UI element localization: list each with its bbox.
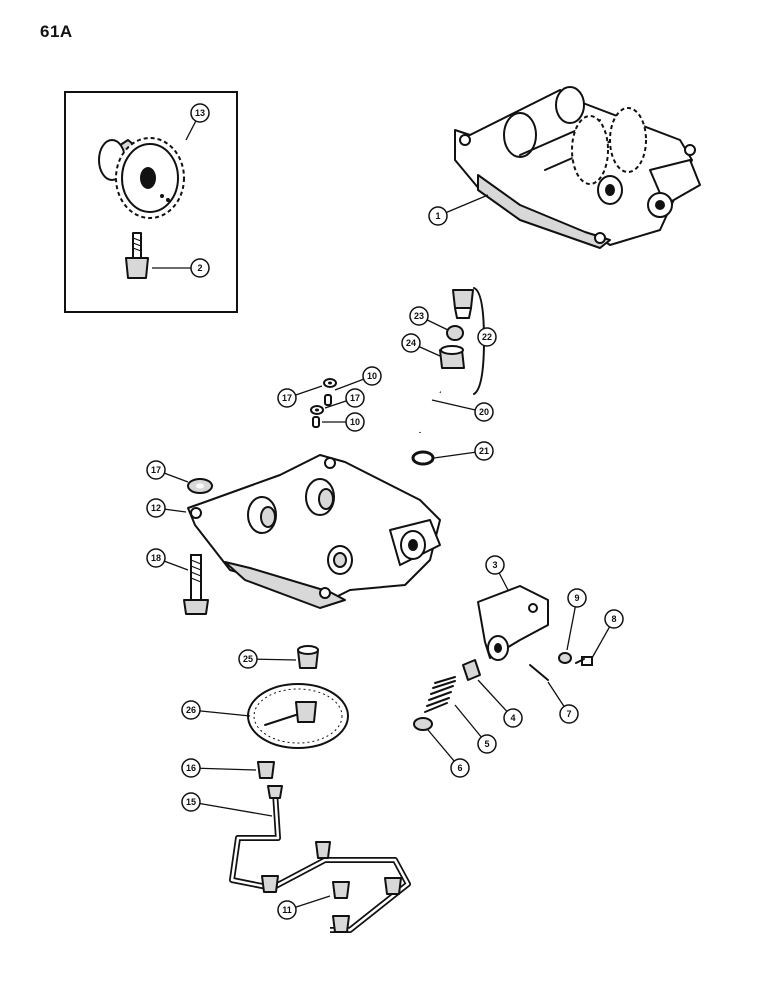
plug-25 — [297, 645, 319, 669]
cotter-pin-7 — [529, 664, 549, 681]
callout-number-c5: 5 — [484, 739, 489, 749]
callout-circle-c9 — [567, 588, 587, 608]
callout-number-c4: 4 — [510, 713, 515, 723]
callout-circle-c17a — [277, 388, 297, 408]
bolt-18 — [183, 554, 209, 615]
washer-17-middle — [310, 405, 324, 415]
oil-line-15 — [229, 785, 283, 891]
leader-line-c26 — [190, 709, 251, 717]
callout-number-c25: 25 — [243, 654, 253, 664]
callout-circle-c10a — [362, 366, 382, 386]
callout-circle-c20 — [474, 402, 494, 422]
callout-number-c8: 8 — [611, 614, 616, 624]
callout-circle-c3 — [485, 555, 505, 575]
callout-number-c16: 16 — [186, 763, 196, 773]
callout-number-c7: 7 — [566, 709, 571, 719]
callout-circle-c5 — [477, 734, 497, 754]
callout-number-c17b: 17 — [350, 393, 360, 403]
strainer-26 — [247, 683, 349, 749]
callout-circle-c2 — [190, 258, 210, 278]
leader-line-c15 — [190, 801, 273, 817]
callout-number-c13: 13 — [195, 108, 205, 118]
dowel-10-upper — [324, 394, 332, 406]
callout-circle-c4 — [503, 708, 523, 728]
elbow-tube-20 — [418, 388, 441, 433]
callout-circle-c18 — [146, 548, 166, 568]
inset-frame — [64, 91, 238, 313]
washer-17-lower — [187, 478, 213, 494]
gear-bolt — [125, 232, 149, 279]
callout-circle-c7 — [559, 704, 579, 724]
page-number: 61A — [40, 22, 73, 41]
callout-circle-c6 — [450, 758, 470, 778]
drive-gear — [98, 137, 185, 219]
fitting-22 — [452, 289, 474, 319]
callout-number-c22: 22 — [482, 332, 492, 342]
callout-number-c17c: 17 — [151, 465, 161, 475]
callout-number-c2: 2 — [197, 263, 202, 273]
spring-5 — [424, 676, 456, 713]
callout-circle-c17c — [146, 460, 166, 480]
callout-circle-c21 — [474, 441, 494, 461]
callout-circle-c13 — [190, 103, 210, 123]
plunger-4 — [462, 659, 481, 681]
callout-number-c1: 1 — [435, 211, 440, 221]
callout-circle-c1 — [428, 206, 448, 226]
callout-number-c15: 15 — [186, 797, 196, 807]
fitting-16 — [257, 761, 275, 779]
callout-number-c12: 12 — [151, 503, 161, 513]
callout-circle-c12 — [146, 498, 166, 518]
capscrew-8 — [575, 656, 593, 666]
valve-housing-3 — [477, 585, 549, 661]
pump-body — [187, 454, 441, 609]
callout-number-c9: 9 — [574, 593, 579, 603]
callout-number-c10b: 10 — [350, 417, 360, 427]
callout-circle-c15 — [181, 792, 201, 812]
callout-circle-c17b — [345, 388, 365, 408]
dowel-10-lower — [312, 416, 320, 428]
callout-number-c10a: 10 — [367, 371, 377, 381]
oil-pump-assembly — [454, 86, 701, 249]
callout-number-c23: 23 — [414, 311, 424, 321]
callout-circle-c24 — [401, 333, 421, 353]
callout-number-c6: 6 — [457, 763, 462, 773]
o-ring-21 — [411, 450, 435, 466]
callout-circle-c11 — [277, 900, 297, 920]
callout-number-c18: 18 — [151, 553, 161, 563]
callout-circle-c25 — [238, 649, 258, 669]
callout-circle-c10b — [345, 412, 365, 432]
lock-washer-9 — [558, 652, 572, 664]
oil-line-manifold-11 — [261, 841, 411, 933]
callout-number-c26: 26 — [186, 705, 196, 715]
callout-number-c20: 20 — [479, 407, 489, 417]
callout-circle-c8 — [604, 609, 624, 629]
washer-17-upper — [323, 378, 337, 388]
callout-number-c21: 21 — [479, 446, 489, 456]
callout-circle-c16 — [181, 758, 201, 778]
callout-number-c24: 24 — [406, 338, 416, 348]
callout-number-c17a: 17 — [282, 393, 292, 403]
callout-circle-c22 — [477, 327, 497, 347]
callout-circle-c23 — [409, 306, 429, 326]
callout-number-c3: 3 — [492, 560, 497, 570]
callout-number-c11: 11 — [282, 905, 292, 915]
sleeve-23 — [446, 325, 464, 341]
leader-line-c16 — [190, 767, 257, 771]
retainer-6 — [413, 717, 433, 731]
callout-circle-c26 — [181, 700, 201, 720]
nut-24 — [439, 345, 465, 369]
